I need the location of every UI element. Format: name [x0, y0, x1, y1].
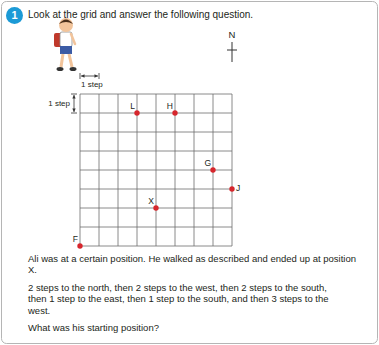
boy-figure: [54, 18, 77, 71]
point-dot: [153, 205, 158, 210]
instruction-text: Look at the grid and answer the followin…: [28, 9, 253, 21]
step-marker: [71, 94, 77, 113]
point-dot: [134, 110, 139, 115]
question-text: What was his starting position?: [28, 322, 348, 333]
step-label: 1 step: [81, 80, 103, 90]
step-label: 1 step: [48, 99, 70, 109]
point-dot: [210, 167, 215, 172]
step-marker: [80, 73, 99, 79]
compass-symbol: [227, 42, 237, 62]
point-dot: [229, 186, 234, 191]
point-label: L: [130, 101, 135, 111]
point-label: X: [148, 196, 154, 206]
point-label: G: [204, 158, 211, 168]
grid-points: [77, 110, 234, 248]
badge-number: 1: [11, 10, 17, 21]
paragraph-text: Ali was at a certain position. He walked…: [28, 253, 366, 276]
point-label: J: [236, 183, 240, 193]
compass-label: N: [229, 29, 236, 40]
point-label: F: [73, 234, 78, 244]
point-dot: [172, 110, 177, 115]
number-badge: 1: [6, 7, 23, 24]
point-dot: [77, 243, 82, 248]
point-label: H: [167, 101, 173, 111]
grid-lines: [80, 94, 232, 246]
paragraph-text: 2 steps to the north, then 2 steps to th…: [28, 282, 348, 316]
